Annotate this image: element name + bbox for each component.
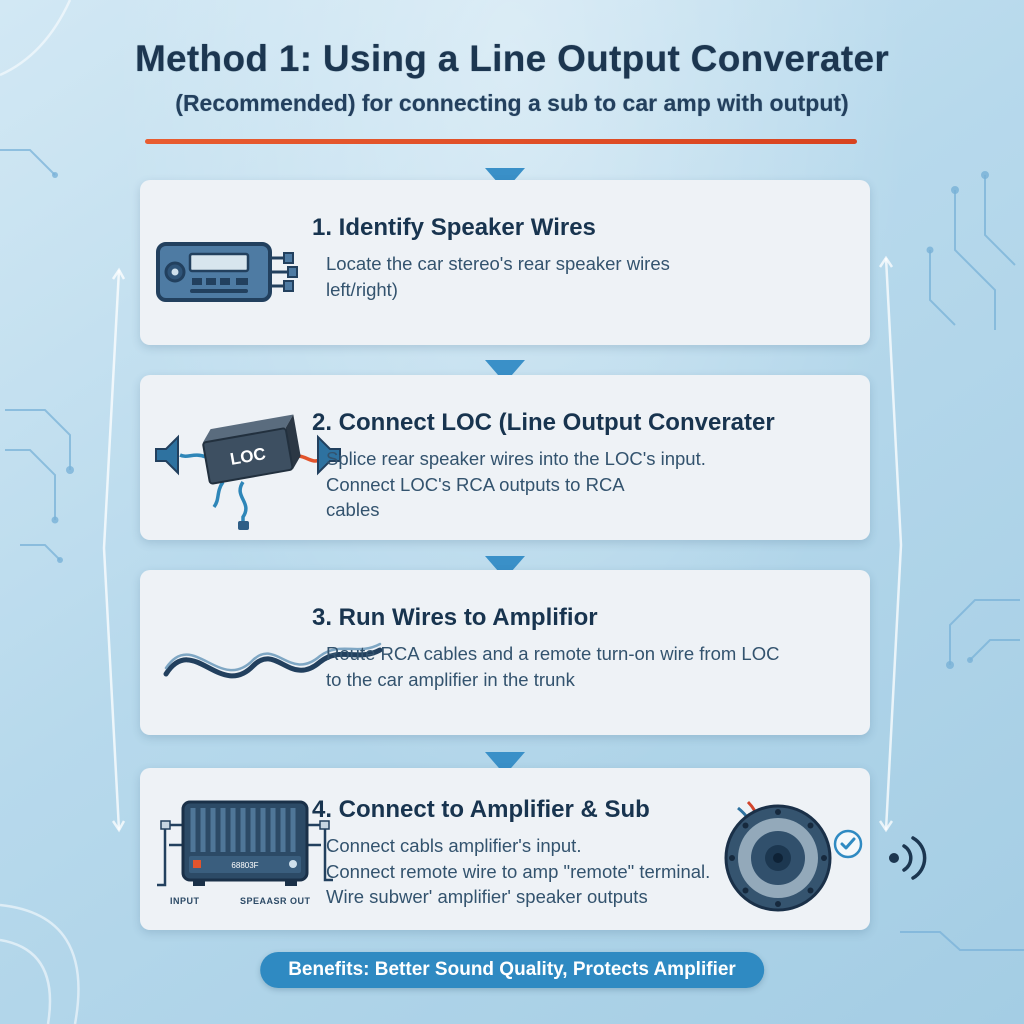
amplifier-icon: 68803F: [155, 790, 335, 910]
title-underline: [145, 139, 857, 144]
step-2-title: 2. Connect LOC (Line Output Converater: [312, 409, 775, 436]
amp-speaker-out-label: SPEAASR OUT: [240, 896, 311, 906]
page-subtitle: (Recommended) for connecting a sub to ca…: [175, 90, 849, 116]
checkmark-icon: [832, 828, 864, 865]
benefits-banner: Benefits: Better Sound Quality, Protects…: [260, 952, 764, 988]
step-1-title: 1. Identify Speaker Wires: [312, 214, 596, 241]
sound-waves-icon: [886, 834, 938, 887]
step-4-body: Connect cabls amplifier's input. Connect…: [326, 835, 711, 908]
step-card-1: 1. Identify Speaker Wires Locate the car…: [140, 180, 870, 345]
amp-model-text: 68803F: [231, 861, 258, 870]
step-card-3: 3. Run Wires to Amplifior Route RCA cabl…: [140, 570, 870, 735]
arc-decorations: [0, 0, 80, 1024]
benefits-banner-text: Benefits: Better Sound Quality, Protects…: [288, 959, 736, 980]
step-3-body: Route RCA cables and a remote turn-on wi…: [326, 643, 780, 690]
loc-box-icon: LOC: [148, 397, 348, 537]
step-card-4: 68803F INPUT SPEAASR OUT: [140, 768, 870, 930]
step-1-body: Locate the car stereo's rear speaker wir…: [326, 253, 670, 300]
step-card-2: LOC 2. Connect LOC (Line Output Converat…: [140, 375, 870, 540]
step-3-title: 3. Run Wires to Amplifior: [312, 604, 598, 631]
amp-input-label: INPUT: [170, 896, 200, 906]
right-bracket-line: [878, 255, 903, 833]
page-title: Method 1: Using a Line Output Converater: [134, 38, 890, 79]
step-4-title: 4. Connect to Amplifier & Sub: [312, 796, 650, 823]
subwoofer-icon: [718, 796, 838, 921]
step-2-body: Splice rear speaker wires into the LOC's…: [326, 448, 706, 521]
wire-icon: [158, 622, 388, 707]
car-stereo-icon: [152, 228, 302, 323]
left-bracket-line: [102, 267, 126, 833]
